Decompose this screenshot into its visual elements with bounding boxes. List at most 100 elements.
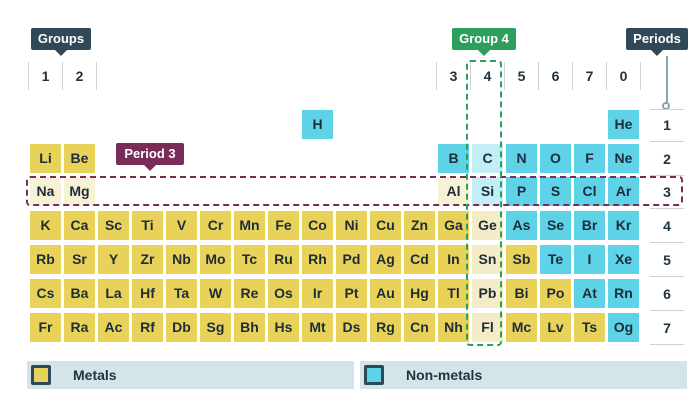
element-cell: Li [30,144,61,173]
element-cell: Ru [268,245,299,274]
element-cell: H [302,110,333,139]
element-cell: Sg [200,313,231,342]
period-number: 3 [663,184,671,200]
metal-swatch [31,365,51,385]
element-cell: Ac [98,313,129,342]
element-cell: Co [302,211,333,240]
element-cell: Rf [132,313,163,342]
element-cell: Be [64,144,95,173]
element-cell: La [98,279,129,308]
element-cell: Hs [268,313,299,342]
group-separator [538,62,539,90]
element-cell: S [540,177,571,206]
element-cell: Fe [268,211,299,240]
element-cell: Hf [132,279,163,308]
element-cell: Sn [472,245,503,274]
element-cell: Tc [234,245,265,274]
element-cell: Cr [200,211,231,240]
element-cell: Na [30,177,61,206]
period-separator [650,242,684,243]
group-separator [470,62,471,90]
element-cell: Lv [540,313,571,342]
element-cell: Nh [438,313,469,342]
element-cell: Fr [30,313,61,342]
period-number: 6 [663,286,671,302]
element-cell: Db [166,313,197,342]
element-cell: O [540,144,571,173]
element-cell: P [506,177,537,206]
element-cell: Mg [64,177,95,206]
element-cell: Ba [64,279,95,308]
element-cell: W [200,279,231,308]
group-number: 5 [517,68,526,84]
element-cell: Pt [336,279,367,308]
element-cell: Rb [30,245,61,274]
group-number: 0 [619,68,628,84]
element-cell: Mn [234,211,265,240]
element-cell: Ar [608,177,639,206]
element-cell: Ir [302,279,333,308]
element-cell: Kr [608,211,639,240]
element-cell: Hg [404,279,435,308]
element-cell: Bi [506,279,537,308]
element-cell: Cl [574,177,605,206]
element-cell: Se [540,211,571,240]
group-separator [606,62,607,90]
element-cell: C [472,144,503,173]
element-cell: Zr [132,245,163,274]
period-separator [650,175,684,176]
element-cell: Fl [472,313,503,342]
group-separator [640,62,641,90]
period-number: 5 [663,252,671,268]
group-separator [572,62,573,90]
group-separator [96,62,97,90]
element-cell: Cd [404,245,435,274]
element-cell: Sr [64,245,95,274]
periods-axis-line [666,56,668,106]
element-cell: In [438,245,469,274]
element-cell: Ti [132,211,163,240]
period-separator [650,208,684,209]
group4-label: Group 4 [452,28,516,56]
element-cell: Ca [64,211,95,240]
period-number: 1 [663,117,671,133]
element-cell: Mo [200,245,231,274]
period-separator [650,310,684,311]
element-cell: Ge [472,211,503,240]
element-cell: Pd [336,245,367,274]
element-cell: Ts [574,313,605,342]
group-number: 2 [75,68,84,84]
group-separator [504,62,505,90]
element-cell: Rg [370,313,401,342]
element-cell: Pb [472,279,503,308]
legend-metals-label: Metals [73,367,117,383]
element-cell: Cu [370,211,401,240]
element-cell: K [30,211,61,240]
element-cell: Te [540,245,571,274]
period-separator [650,141,684,142]
period-separator [650,344,684,345]
period3-highlight-box [26,176,683,206]
element-cell: B [438,144,469,173]
element-cell: Tl [438,279,469,308]
element-cell: Cs [30,279,61,308]
legend-nonmetals: Non-metals [360,361,687,389]
periods-axis-tick [650,109,684,110]
nonmetal-swatch [364,365,384,385]
element-cell: Rn [608,279,639,308]
element-cell: Bh [234,313,265,342]
group-number: 4 [483,68,492,84]
element-cell: F [574,144,605,173]
element-cell: Al [438,177,469,206]
element-cell: Ra [64,313,95,342]
element-cell: Y [98,245,129,274]
element-cell: As [506,211,537,240]
legend-nonmetals-label: Non-metals [406,367,483,383]
period-number: 4 [663,218,671,234]
element-cell: Ag [370,245,401,274]
group-separator [436,62,437,90]
element-cell: At [574,279,605,308]
element-cell: Rh [302,245,333,274]
element-cell: Au [370,279,401,308]
element-cell: Os [268,279,299,308]
